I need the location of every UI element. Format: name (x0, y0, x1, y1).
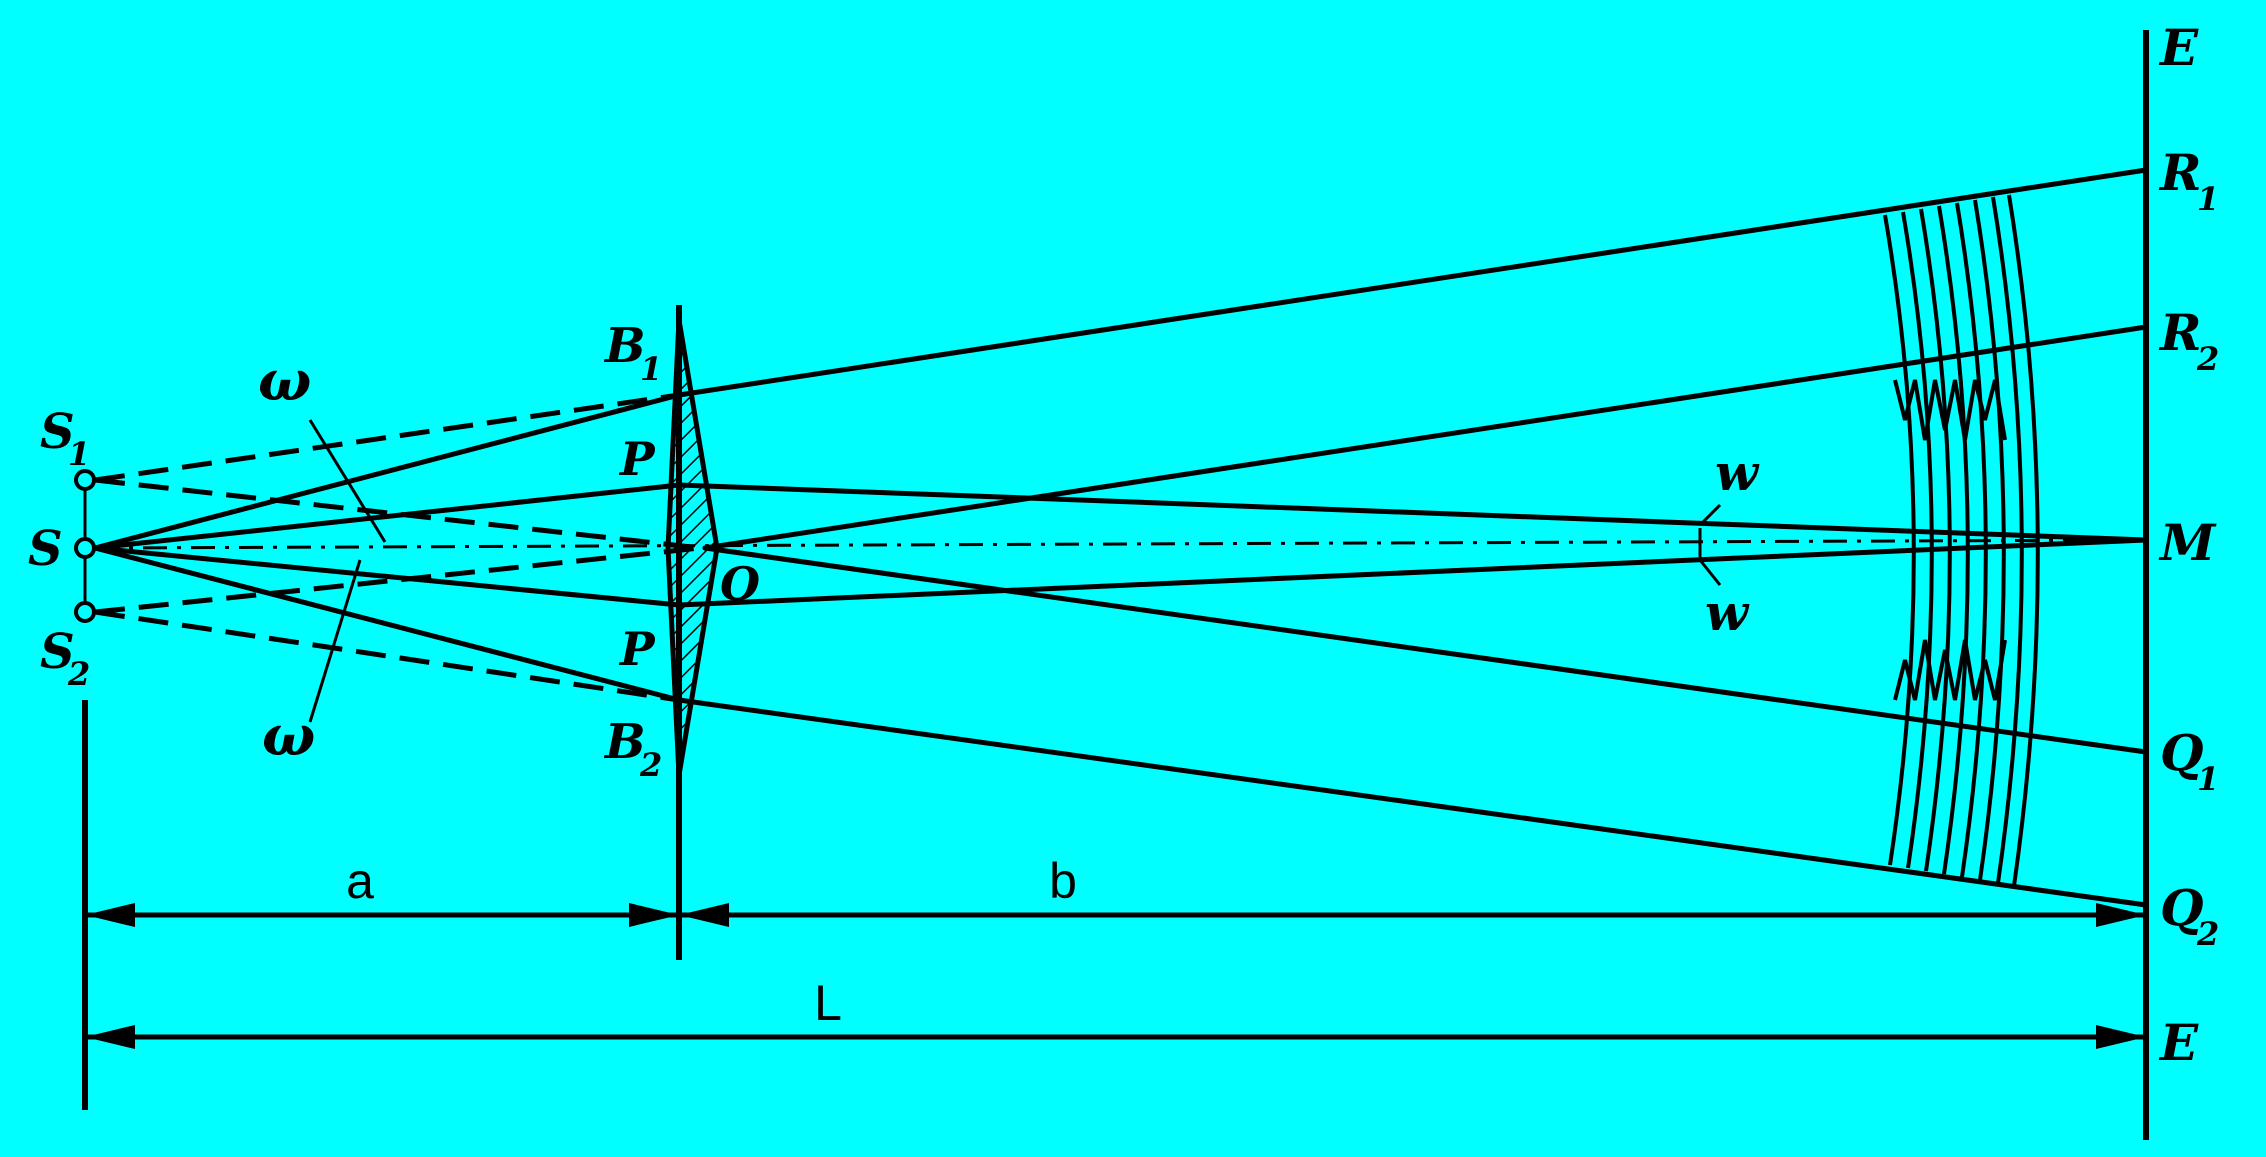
fringe-overlap-pattern-lower (1893, 639, 2007, 701)
arrow-a-left (85, 903, 135, 927)
source-s2-label: S 2 (40, 624, 90, 693)
svg-text:S: S (40, 624, 75, 680)
dimension-b-label: b (1049, 853, 1077, 909)
svg-text:Q: Q (2160, 878, 2204, 937)
svg-text:B: B (603, 318, 646, 374)
prism-p-lower-label: P (618, 622, 656, 676)
prism-b2-label: B 2 (603, 714, 662, 784)
angle-upper-left-label: ω (258, 348, 311, 414)
dimension-L-label: L (814, 975, 842, 1031)
source-s1-label: S 1 (40, 404, 90, 473)
source-s1-marker (74, 469, 96, 491)
svg-text:2: 2 (639, 746, 662, 784)
arrow-L-left (85, 1025, 135, 1049)
ray-b2-to-q2 (676, 697, 2149, 908)
angle-leader-upper-left (308, 419, 387, 543)
svg-text:Q: Q (2160, 723, 2204, 782)
ray-s-to-b1 (92, 392, 682, 551)
svg-text:R: R (2158, 143, 2202, 202)
ray-p-upper-to-m (676, 482, 2149, 543)
svg-text:2: 2 (2196, 340, 2219, 378)
arrow-a-right (629, 903, 679, 927)
virtual-ray-s2-o (94, 545, 701, 615)
angle-lower-left-label: ω (262, 703, 315, 769)
svg-text:1: 1 (640, 350, 662, 388)
screen-e-bottom-label: E (2158, 1013, 2199, 1072)
source-s-label: S (28, 521, 63, 577)
svg-text:B: B (603, 714, 646, 770)
svg-text:1: 1 (2197, 180, 2219, 218)
source-s2-marker (74, 601, 96, 623)
svg-text:S: S (40, 404, 75, 460)
arrow-L-right (2096, 1025, 2146, 1049)
ray-s-to-p-upper (92, 482, 682, 551)
ray-b1-to-r1 (676, 167, 2149, 398)
ray-s-to-b2 (92, 545, 682, 703)
angle-upper-right-label: w (1715, 443, 1760, 502)
svg-text:1: 1 (2197, 760, 2219, 798)
ray-p-lower-to-m (676, 537, 2149, 608)
svg-text:R: R (2158, 303, 2202, 362)
angle-leader-lower-left (308, 559, 362, 723)
interference-fringes (1883, 194, 2040, 887)
virtual-ray-s1-o (94, 477, 701, 551)
screen-q1-label: Q 1 (2160, 723, 2219, 798)
screen-m-label: M (2158, 513, 2217, 572)
prism-o-label: O (720, 557, 760, 611)
arrow-b-right (2096, 903, 2146, 927)
ray-s-to-p-lower (92, 545, 682, 608)
angle-lower-right-label: w (1705, 583, 1750, 642)
svg-text:2: 2 (2196, 915, 2219, 953)
optical-axis (94, 538, 2147, 550)
virtual-ray-s1-b1 (94, 392, 680, 483)
dimension-a-label: a (346, 853, 374, 909)
screen-e-top-label: E (2158, 18, 2199, 77)
angle-leader-upper-right (1698, 503, 1722, 527)
screen-r1-label: R 1 (2158, 143, 2219, 218)
source-s-marker (74, 537, 96, 559)
fringe-overlap-pattern (1893, 379, 2007, 441)
screen-q2-label: Q 2 (2160, 878, 2219, 953)
virtual-ray-s2-b2 (94, 609, 680, 703)
prism-b1-label: B 1 (603, 318, 662, 388)
screen-r2-label: R 2 (2158, 303, 2219, 378)
angle-leader-lower-right (1698, 559, 1722, 586)
svg-text:2: 2 (67, 655, 90, 693)
svg-text:1: 1 (68, 435, 90, 473)
arrow-b-left (679, 903, 729, 927)
prism-p-upper-label: P (618, 432, 656, 486)
